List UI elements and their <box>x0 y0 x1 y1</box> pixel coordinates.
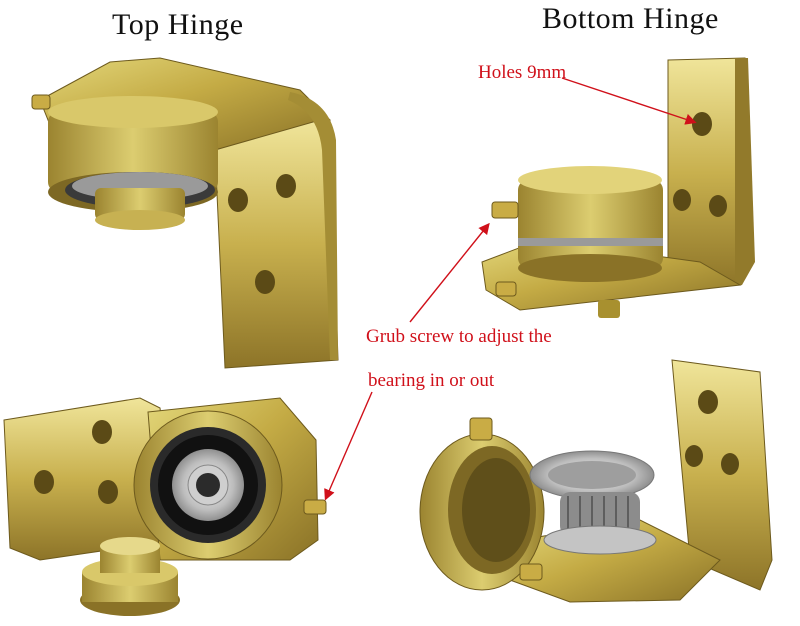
bottom-hinge-title: Bottom Hinge <box>542 2 719 35</box>
grub-screw-arrow-lower <box>324 391 373 501</box>
top-hinge-photo <box>31 57 339 369</box>
grub-screw-annotation-line1: Grub screw to adjust the <box>366 326 552 347</box>
holes-annotation: Holes 9mm <box>478 62 567 83</box>
grub-screw-annotation-line2: bearing in or out <box>368 370 495 391</box>
holes-arrow <box>561 77 697 125</box>
bottom-hinge-open-photo <box>419 359 773 603</box>
grub-screw-arrow-upper <box>409 222 490 323</box>
top-hinge-open-photo <box>3 397 327 616</box>
top-hinge-title: Top Hinge <box>112 8 244 41</box>
bottom-hinge-photo <box>481 57 755 318</box>
